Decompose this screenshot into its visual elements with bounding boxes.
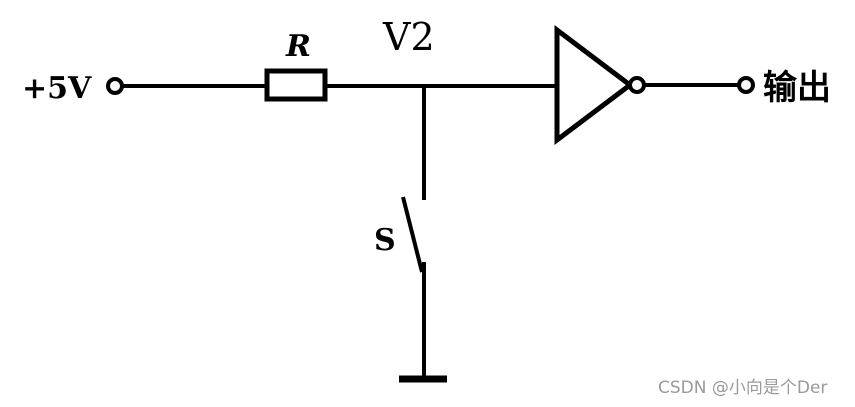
input-terminal bbox=[106, 77, 124, 95]
inverter-triangle bbox=[554, 24, 635, 146]
switch-label: S bbox=[374, 223, 396, 258]
output-terminal bbox=[737, 76, 755, 94]
watermark-text: CSDN @小向是个Der bbox=[658, 378, 827, 398]
switch-contact bbox=[401, 196, 424, 273]
inverter-bubble bbox=[628, 76, 646, 94]
resistor-symbol bbox=[264, 68, 328, 102]
supply-label: +5V bbox=[22, 71, 92, 106]
node-label: V2 bbox=[382, 15, 435, 59]
resistor-label: R bbox=[285, 29, 311, 64]
output-label: 输出 bbox=[763, 68, 831, 108]
